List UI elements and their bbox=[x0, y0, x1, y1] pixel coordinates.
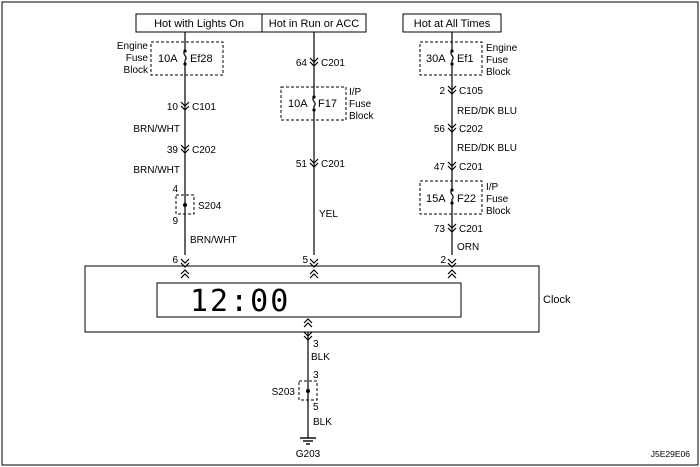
fuse-box-f22 bbox=[419, 180, 483, 215]
s204-pin-bottom: 9 bbox=[172, 216, 178, 227]
c201-label-top: C201 bbox=[321, 58, 345, 69]
ip-fuse-block2-line3: Block bbox=[486, 206, 511, 217]
engine-fuse-block-line1: Engine bbox=[486, 43, 518, 54]
header-right-label: Hot at All Times bbox=[414, 18, 491, 30]
header-mid-label: Hot in Run or ACC bbox=[269, 18, 360, 30]
figure-code: J5E29E06 bbox=[651, 449, 690, 459]
mid-branch: 64 C201 10A F17 I/P Fuse Block 51 C201 Y… bbox=[280, 32, 374, 279]
clock-display bbox=[156, 282, 462, 318]
fuse-box-ef28 bbox=[150, 41, 224, 76]
clock-pin-5: 5 bbox=[302, 255, 308, 266]
clock-pin-2: 2 bbox=[440, 255, 446, 266]
s204-label: S204 bbox=[198, 201, 222, 212]
fuse-block-line2: Fuse bbox=[126, 53, 149, 64]
fuse-f22-rating: 15A bbox=[426, 193, 446, 205]
c105-pin: 2 bbox=[439, 86, 445, 97]
ip-fuse-block2-line1: I/P bbox=[486, 182, 499, 193]
fuse-ef28-rating: 10A bbox=[158, 53, 178, 65]
c202-right-label: C202 bbox=[459, 124, 483, 135]
c201-pin-64: 64 bbox=[296, 58, 308, 69]
fuse-ef1-rating: 30A bbox=[426, 53, 446, 65]
wire-red-dk-blu-1: RED/DK BLU bbox=[457, 106, 517, 117]
ground-g203: G203 bbox=[296, 449, 321, 460]
clock-unit: 12:00 Clock bbox=[84, 265, 571, 333]
header-left-label: Hot with Lights On bbox=[154, 18, 244, 30]
left-branch: 10A Ef28 Engine Fuse Block 10 C101 BRN/W… bbox=[117, 32, 237, 279]
clock-display-time: 12:00 bbox=[190, 284, 290, 319]
splice-s203-dot bbox=[306, 389, 310, 393]
ip-fuse-block-line2: Fuse bbox=[349, 99, 372, 110]
engine-fuse-block-line2: Fuse bbox=[486, 55, 509, 66]
wire-blk-2: BLK bbox=[313, 417, 332, 428]
wire-brn-wht-1: BRN/WHT bbox=[133, 124, 180, 135]
c201-pin-47: 47 bbox=[434, 162, 446, 173]
fuse-box-ef1 bbox=[419, 41, 483, 76]
header-right: Hot at All Times bbox=[402, 13, 502, 33]
fuse-icon bbox=[450, 50, 454, 61]
clock-ground-pin-mark bbox=[303, 318, 313, 328]
c101-label: C101 bbox=[192, 102, 216, 113]
c201-label-73: C201 bbox=[459, 224, 483, 235]
wire-brn-wht-2: BRN/WHT bbox=[133, 165, 180, 176]
fuse-ef1-id: Ef1 bbox=[457, 53, 474, 65]
fuse-icon bbox=[450, 189, 454, 200]
fuse-f22-id: F22 bbox=[457, 193, 476, 205]
wire-brn-wht-3: BRN/WHT bbox=[190, 235, 237, 246]
c201-label-mid: C201 bbox=[321, 159, 345, 170]
c101-pin: 10 bbox=[167, 102, 179, 113]
fuse-ef28-id: Ef28 bbox=[190, 53, 213, 65]
fuse-block-line1: Engine bbox=[117, 41, 149, 52]
splice-s204-box bbox=[175, 194, 195, 215]
clock-pin-mark-5 bbox=[309, 269, 319, 279]
c201-pin-73: 73 bbox=[434, 224, 446, 235]
s203-pin-top: 3 bbox=[313, 370, 319, 381]
s203-label: S203 bbox=[272, 387, 296, 398]
splice-s204-dot bbox=[183, 203, 187, 207]
c202-label: C202 bbox=[192, 145, 216, 156]
right-branch: 30A Ef1 Engine Fuse Block 2 C105 RED/DK … bbox=[419, 32, 518, 279]
fuse-icon bbox=[312, 96, 316, 107]
fuse-f17-id: F17 bbox=[318, 98, 337, 110]
s203-pin-bottom: 5 bbox=[313, 402, 319, 413]
fuse-f17-rating: 10A bbox=[288, 98, 308, 110]
clock-pin-mark-2 bbox=[447, 269, 457, 279]
engine-fuse-block-line3: Block bbox=[486, 67, 511, 78]
wire-yel: YEL bbox=[319, 209, 338, 220]
clock-pin-6: 6 bbox=[172, 255, 178, 266]
ip-fuse-block2-line2: Fuse bbox=[486, 194, 509, 205]
c201-pin-51: 51 bbox=[296, 159, 308, 170]
wire-red-dk-blu-2: RED/DK BLU bbox=[457, 143, 517, 154]
fuse-block-line3: Block bbox=[124, 65, 149, 76]
splice-s203-box bbox=[298, 380, 318, 401]
c105-label: C105 bbox=[459, 86, 483, 97]
ip-fuse-block-line1: I/P bbox=[349, 87, 362, 98]
ground-branch: 3 BLK 3 5 S203 BLK G203 bbox=[272, 318, 332, 460]
fuse-icon bbox=[183, 50, 187, 61]
wire-blk-1: BLK bbox=[311, 352, 330, 363]
c202-pin: 39 bbox=[167, 145, 179, 156]
s204-pin-top: 4 bbox=[172, 184, 178, 195]
c202-right-pin: 56 bbox=[434, 124, 446, 135]
ground-pin-3: 3 bbox=[313, 339, 319, 350]
wire-orn: ORN bbox=[457, 242, 479, 253]
clock-label: Clock bbox=[543, 294, 571, 306]
header-left: Hot with Lights On bbox=[135, 13, 263, 33]
c201-label-47: C201 bbox=[459, 162, 483, 173]
ip-fuse-block-line3: Block bbox=[349, 111, 374, 122]
header-mid: Hot in Run or ACC bbox=[261, 13, 367, 33]
clock-pin-mark-6 bbox=[180, 269, 190, 279]
